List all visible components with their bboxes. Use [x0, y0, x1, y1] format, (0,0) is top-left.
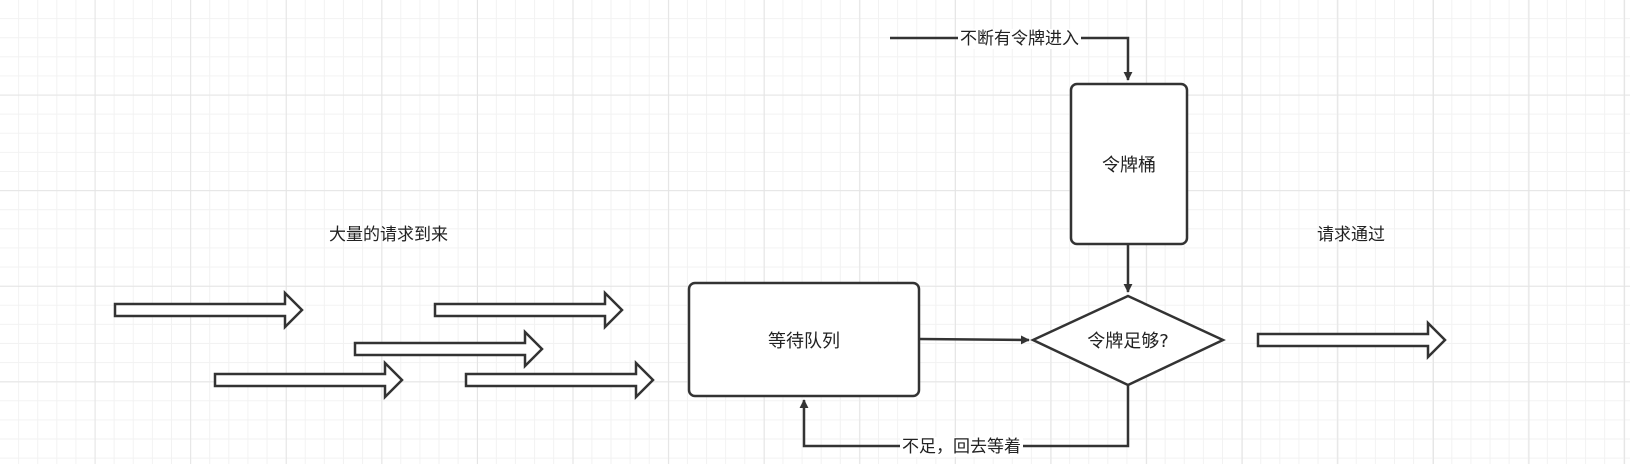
request-arrow-3 — [353, 328, 544, 370]
insufficient-label: 不足，回去等着 — [900, 437, 1023, 457]
pass-arrow — [1256, 319, 1447, 361]
request-arrow-1 — [113, 289, 304, 331]
request-arrow-5 — [464, 359, 655, 401]
token-bucket-label: 令牌桶 — [1102, 155, 1156, 176]
decision-label: 令牌足够? — [1087, 331, 1169, 352]
wait-queue-label: 等待队列 — [768, 330, 840, 352]
queue-to-decision-connector — [918, 335, 1030, 345]
requests-pass-label: 请求通过 — [1317, 225, 1385, 245]
request-arrow-4 — [213, 359, 404, 401]
incoming-requests-label: 大量的请求到来 — [329, 225, 448, 245]
request-arrow-2 — [433, 289, 624, 331]
tokens-in-label: 不断有令牌进入 — [958, 29, 1081, 49]
